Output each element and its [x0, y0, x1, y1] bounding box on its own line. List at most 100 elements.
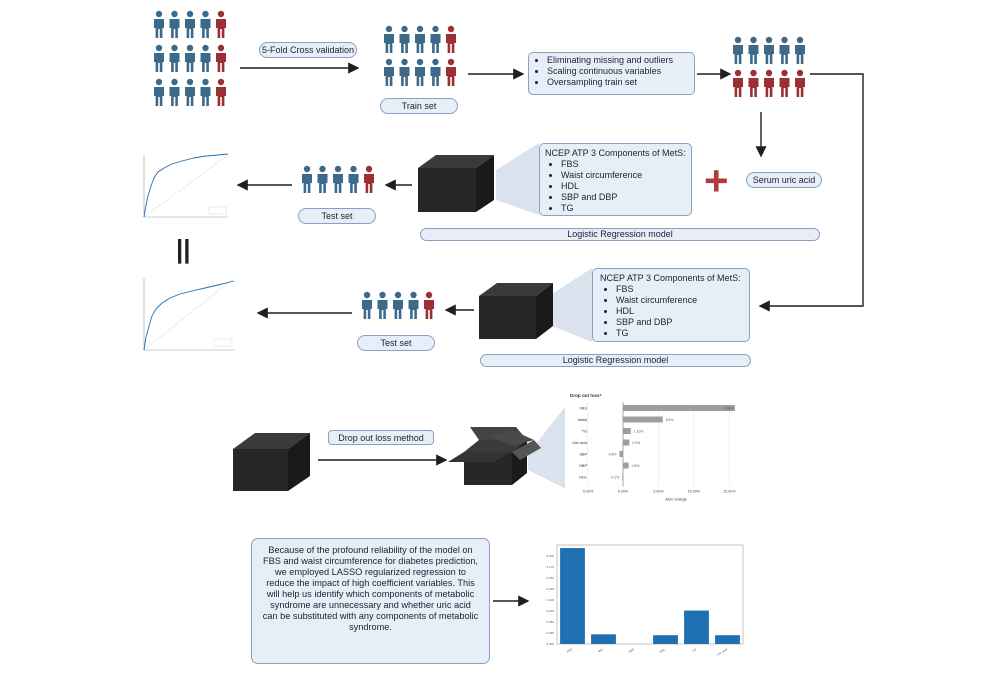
components-box-2: NCEP ATP 3 Components of MetS: FBS Waist…	[592, 268, 750, 342]
preprocessing-item: Scaling continuous variables	[547, 66, 690, 77]
person-icon	[430, 58, 441, 86]
bar	[623, 462, 629, 469]
serum-uric-acid-label: Serum uric acid	[746, 172, 822, 188]
projection-cone-1	[496, 143, 539, 215]
y-tick-label: 0.000	[546, 642, 554, 646]
plot-area	[556, 544, 744, 645]
category-label: Waist	[578, 418, 588, 422]
x-axis-label: AUC change	[665, 498, 687, 502]
person-icon	[445, 58, 456, 86]
y-tick-label: 0.050	[546, 620, 554, 624]
person-icon	[184, 10, 195, 38]
component-item: FBS	[616, 284, 742, 295]
category-label: FBS	[566, 647, 573, 653]
person-icon	[361, 291, 372, 319]
dropout-loss-chart: Drop out loss* -5.00% 0.00% 5.00% 10.00% 15.0…	[565, 393, 765, 502]
person-icon	[795, 69, 805, 97]
person-icon	[200, 10, 211, 38]
category-label: TG	[691, 647, 697, 653]
y-tick-label: 0.150	[546, 576, 554, 580]
equals-icon: ||	[176, 234, 191, 264]
person-icon	[392, 291, 403, 319]
person-icon	[215, 44, 226, 72]
train-set-label: Train set	[380, 98, 458, 114]
logistic-regression-label-1: Logistic Regression model	[420, 228, 820, 241]
person-icon	[733, 36, 743, 64]
component-item: SBP and DBP	[616, 317, 742, 328]
dropout-method-label: Drop out loss method	[328, 430, 434, 445]
person-icon	[332, 165, 343, 193]
person-icon	[733, 69, 743, 97]
plus-icon: +	[704, 157, 729, 204]
value-label: 5.6%	[666, 418, 674, 422]
bar	[622, 474, 624, 480]
bar	[560, 548, 585, 644]
component-item: Waist circumference	[561, 170, 686, 181]
bar	[623, 405, 735, 411]
x-tick-label: 10.00%	[688, 490, 701, 494]
person-icon	[317, 165, 328, 193]
component-item: HDL	[616, 306, 742, 317]
x-tick-label: -5.00%	[582, 490, 594, 494]
person-icon	[779, 69, 790, 97]
person-icon	[153, 78, 164, 106]
preprocessing-item: Eliminating missing and outliers	[547, 55, 690, 66]
preprocessing-box: Eliminating missing and outliers Scaling…	[528, 52, 695, 95]
roc-curve-chart-1	[136, 150, 229, 220]
person-icon	[383, 58, 394, 86]
conclusion-text: Because of the profound reliability of t…	[251, 538, 490, 664]
category-label: SBP	[628, 647, 635, 653]
chart-title: Drop out loss*	[570, 393, 602, 398]
value-label: 0.9%	[632, 441, 640, 445]
model-black-box-2	[479, 283, 553, 339]
person-icon	[200, 78, 211, 106]
component-item: TG	[561, 203, 686, 214]
model-black-box-3	[233, 433, 310, 491]
bar	[684, 610, 709, 644]
preprocessing-item: Oversampling train set	[547, 77, 690, 88]
lasso-coefficient-chart: 0.2000.1750.1500.1250.1000.0750.0500.025…	[540, 536, 752, 666]
category-label: TG	[582, 429, 587, 433]
x-tick-label: 5.00%	[653, 490, 664, 494]
category-label: WC	[598, 647, 605, 653]
person-icon	[200, 44, 211, 72]
person-icon	[399, 25, 410, 53]
person-icon	[348, 165, 359, 193]
person-icon	[363, 165, 374, 193]
person-icon	[169, 44, 180, 72]
component-item: FBS	[561, 159, 686, 170]
x-tick-label: 0.00%	[618, 490, 629, 494]
components-title: NCEP ATP 3 Components of MetS:	[545, 148, 686, 158]
bar	[623, 428, 631, 434]
person-icon	[215, 78, 226, 106]
person-icon	[153, 44, 164, 72]
y-tick-label: 0.200	[546, 554, 554, 558]
cross-validation-label: 5-Fold Cross validation	[259, 42, 357, 58]
category-label: DBP	[579, 464, 587, 468]
person-icon	[215, 10, 226, 38]
arrow-loop-model2	[758, 73, 864, 312]
components-title: NCEP ATP 3 Components of MetS:	[600, 273, 741, 283]
person-icon	[779, 36, 790, 64]
person-icon	[414, 25, 425, 53]
person-icon	[169, 10, 180, 38]
person-icon	[383, 25, 394, 53]
person-icon	[399, 58, 410, 86]
person-icon	[423, 291, 434, 319]
person-icon	[795, 36, 805, 64]
bar	[715, 635, 740, 644]
person-icon	[169, 78, 180, 106]
value-label: 15.8%	[723, 406, 733, 410]
model-black-box-1	[418, 155, 494, 212]
person-icon	[764, 36, 774, 64]
component-item: HDL	[561, 181, 686, 192]
category-label: HDL	[659, 647, 666, 654]
y-tick-label: 0.100	[546, 598, 554, 602]
person-icon	[430, 25, 441, 53]
bar	[653, 635, 678, 644]
test-set-label-2: Test set	[357, 335, 435, 351]
bar	[619, 451, 623, 457]
open-box-icon	[448, 427, 541, 485]
x-tick-label: 15.00%	[723, 490, 736, 494]
person-icon	[184, 78, 195, 106]
